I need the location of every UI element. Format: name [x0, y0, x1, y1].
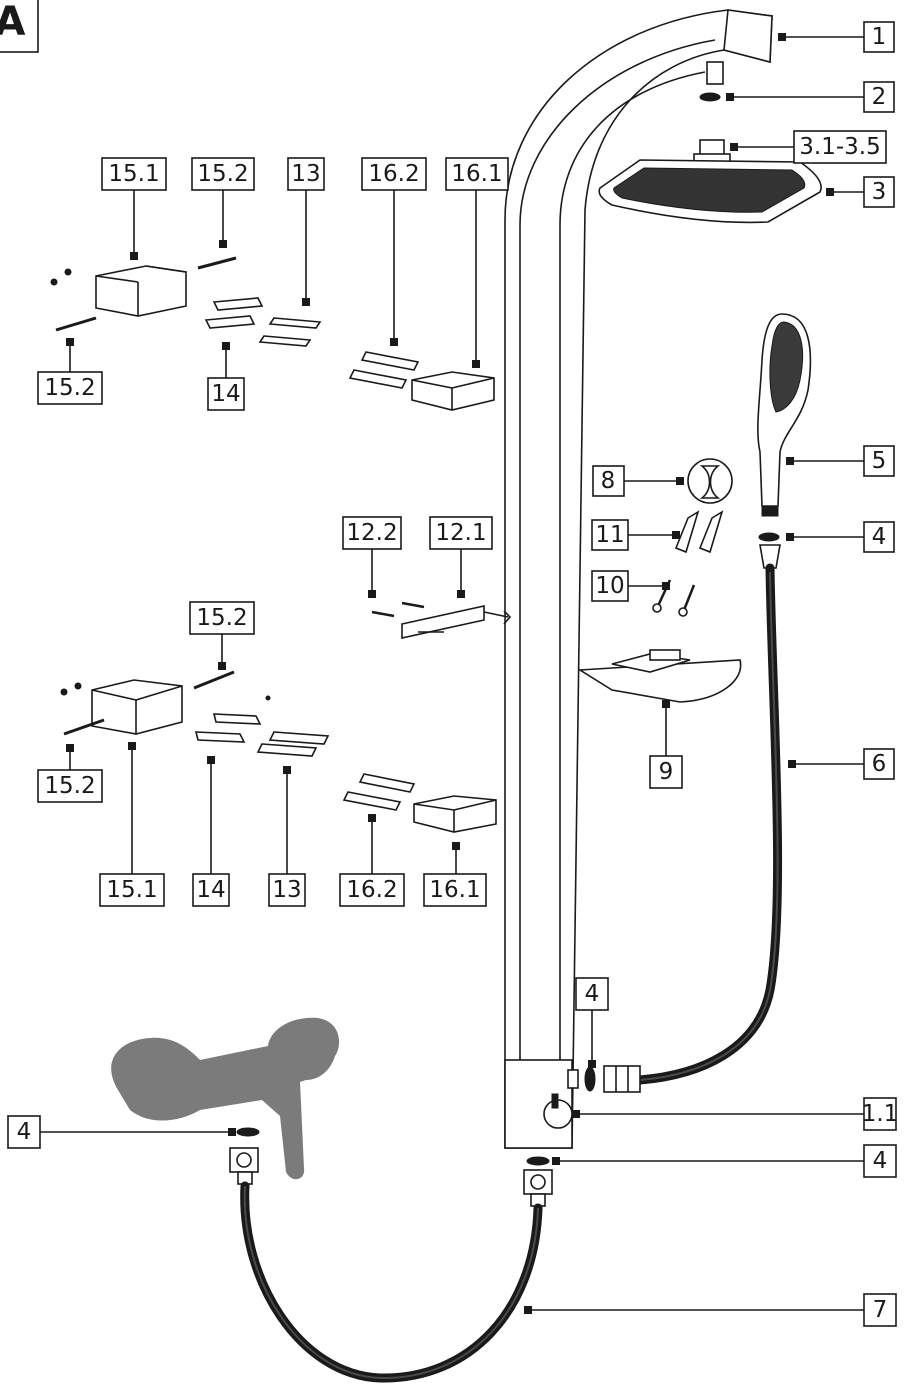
label-6: 6 [872, 751, 887, 777]
label-4-bottom: 4 [873, 1148, 888, 1174]
callout-4-left: 4 [7, 1115, 236, 1149]
connection-hose-7 [229, 1147, 553, 1383]
callout-top-15-2b: 15.2 [37, 338, 103, 405]
callout-1-1: 1.1 [572, 1097, 899, 1131]
label-2: 2 [872, 84, 887, 110]
callout-3-1: 3.1-3.5 [730, 130, 887, 164]
callout-6: 6 [788, 748, 895, 780]
mounting-rail-12 [371, 601, 512, 639]
label-4-elbow: 4 [585, 981, 600, 1007]
callout-2: 2 [726, 81, 895, 113]
callout-1: 1 [778, 21, 895, 53]
callout-bot-15-1: 15.1 [99, 742, 165, 907]
callout-3: 3 [826, 176, 895, 208]
label-9: 9 [659, 759, 674, 785]
label-top-16-1: 16.1 [451, 161, 502, 187]
label-top-13: 13 [291, 161, 320, 187]
seal-4-left [236, 1127, 260, 1137]
label-bot-15-1: 15.1 [106, 877, 157, 903]
label-top-15-2a: 15.2 [197, 161, 248, 187]
callout-11: 11 [591, 519, 680, 551]
callout-4-handshower: 4 [786, 521, 895, 553]
label-1: 1 [872, 24, 887, 50]
label-bot-13: 13 [272, 877, 301, 903]
callout-top-14: 14 [207, 342, 245, 411]
label-bot-15-2b: 15.2 [44, 773, 95, 799]
shower-hose-6 [635, 544, 783, 1085]
hand-shower [757, 313, 812, 517]
callout-12-2: 12.2 [342, 516, 402, 598]
callout-top-15-1: 15.1 [101, 157, 167, 260]
upper-bracket-set [50, 256, 495, 411]
connector-nut-3-1 [693, 139, 731, 163]
label-1-1: 1.1 [862, 1101, 899, 1127]
callout-top-16-1: 16.1 [445, 157, 509, 368]
label-4-handshower: 4 [872, 524, 887, 550]
callout-10: 10 [591, 570, 670, 602]
label-bot-14: 14 [196, 877, 225, 903]
rain-shower-head [598, 159, 822, 224]
callout-12-1: 12.1 [429, 516, 493, 598]
hose-nut-elbow [567, 1065, 641, 1093]
callout-9: 9 [649, 700, 683, 789]
label-7: 7 [873, 1297, 888, 1323]
figure-letter: A [0, 0, 26, 45]
label-top-15-2b: 15.2 [44, 375, 95, 401]
callout-top-16-2: 16.2 [361, 157, 427, 346]
callout-7: 7 [524, 1293, 897, 1327]
label-5: 5 [872, 448, 887, 474]
label-top-16-2: 16.2 [368, 161, 419, 187]
label-12-2: 12.2 [346, 520, 397, 546]
seal-4-handshower [758, 532, 780, 542]
callout-bot-13: 13 [268, 766, 306, 907]
label-8: 8 [601, 468, 616, 494]
callout-8: 8 [592, 465, 684, 497]
label-bot-16-2: 16.2 [346, 877, 397, 903]
lower-bracket-set [60, 670, 497, 833]
callout-4-elbow: 4 [575, 977, 609, 1068]
label-11: 11 [595, 522, 624, 548]
label-top-14: 14 [211, 381, 240, 407]
label-bot-15-2a: 15.2 [196, 605, 247, 631]
mixer-tap-silhouette [111, 1017, 340, 1180]
label-10: 10 [595, 573, 624, 599]
label-bot-16-1: 16.1 [429, 877, 480, 903]
shower-riser-pipe [504, 9, 773, 1149]
soap-shelf-9 [577, 649, 742, 703]
label-12-1: 12.1 [435, 520, 486, 546]
callout-top-13: 13 [287, 157, 325, 306]
callout-bot-15-2a: 15.2 [189, 601, 255, 670]
callout-top-15-2a: 15.2 [191, 157, 255, 248]
wall-holder-8 [687, 458, 733, 504]
label-3: 3 [872, 179, 887, 205]
callout-bot-16-2: 16.2 [339, 814, 405, 907]
callout-4-bottom: 4 [552, 1144, 897, 1178]
dowels-11 [674, 510, 724, 554]
label-top-15-1: 15.1 [108, 161, 159, 187]
label-4-left: 4 [17, 1119, 32, 1145]
figure-letter-box: A [0, 0, 39, 53]
label-3-1: 3.1-3.5 [799, 134, 880, 160]
callout-5: 5 [786, 445, 895, 477]
callout-bot-14: 14 [192, 756, 230, 907]
seal-2 [699, 92, 721, 102]
callout-bot-15-2b: 15.2 [37, 744, 103, 803]
callout-bot-16-1: 16.1 [423, 842, 487, 907]
seal-4-bottom [526, 1156, 550, 1166]
